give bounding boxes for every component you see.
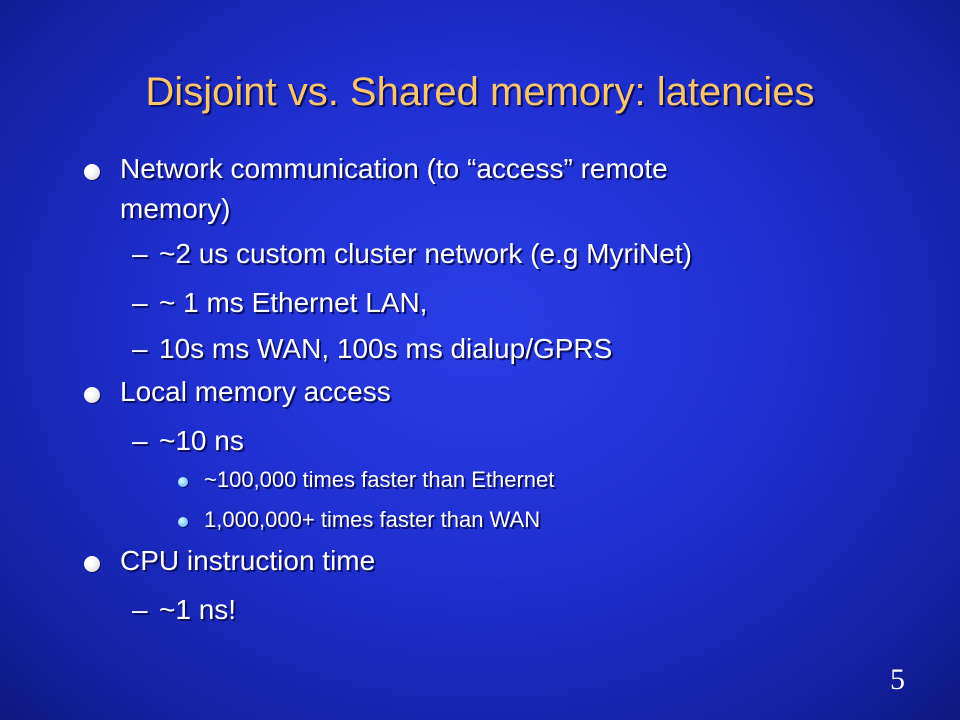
list-item: ~100,000 times faster than Ethernet (204, 467, 555, 492)
list-item: 1,000,000+ times faster than WAN (204, 507, 541, 532)
list-item-continuation: memory) (120, 193, 231, 224)
list-item: Network communication (to “access” remot… (120, 153, 668, 184)
list-item: ~10 ns (159, 425, 244, 456)
list-item: CPU instruction time (120, 545, 376, 576)
dash-icon: – (132, 287, 148, 318)
bullet-icon (178, 517, 188, 527)
list-item: ~ 1 ms Ethernet LAN, (159, 287, 428, 318)
dash-icon: – (132, 333, 148, 364)
dash-icon: – (132, 425, 148, 456)
list-item: Local memory access (120, 376, 391, 407)
list-item: ~1 ns! (159, 594, 237, 625)
bullet-icon (178, 477, 188, 487)
bullet-icon (84, 387, 100, 403)
dash-icon: – (132, 238, 148, 269)
list-item: ~2 us custom cluster network (e.g MyriNe… (159, 238, 692, 269)
dash-icon: – (132, 594, 148, 625)
page-number: 5 (890, 663, 905, 696)
bullet-icon (84, 556, 100, 572)
list-item: 10s ms WAN, 100s ms dialup/GPRS (159, 333, 613, 364)
slide-title: Disjoint vs. Shared memory: latencies (145, 70, 815, 114)
bullet-icon (84, 164, 100, 180)
